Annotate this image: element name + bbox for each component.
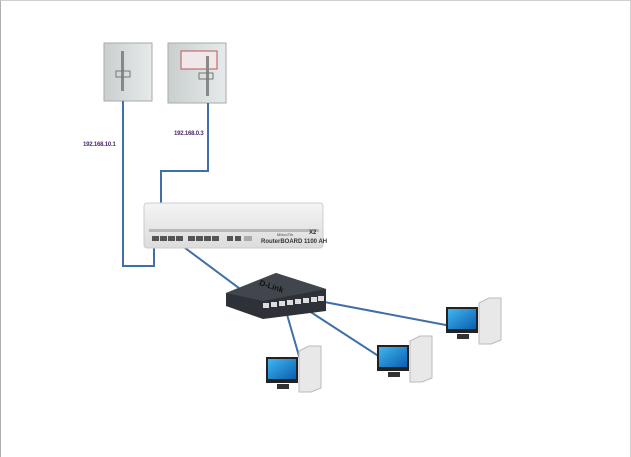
router-badge: X2	[309, 230, 317, 236]
router	[143, 202, 324, 249]
cable-switch-pc2	[305, 308, 384, 360]
ip-label-left: 192.168.10.1	[83, 142, 116, 148]
wall-panel-right	[167, 42, 227, 104]
router-brand: MikroTik	[277, 232, 294, 237]
cable-left-panel-router	[122, 101, 155, 267]
switch	[226, 273, 326, 319]
computer-1	[266, 345, 322, 393]
computer-3	[446, 297, 502, 345]
wall-panel-left	[103, 42, 153, 102]
router-model: RouterBOARD 1100 AH	[261, 239, 328, 245]
computer-2	[377, 335, 433, 383]
ip-label-right: 192.168.0.3	[174, 131, 204, 137]
cable-switch-pc3	[318, 300, 452, 327]
